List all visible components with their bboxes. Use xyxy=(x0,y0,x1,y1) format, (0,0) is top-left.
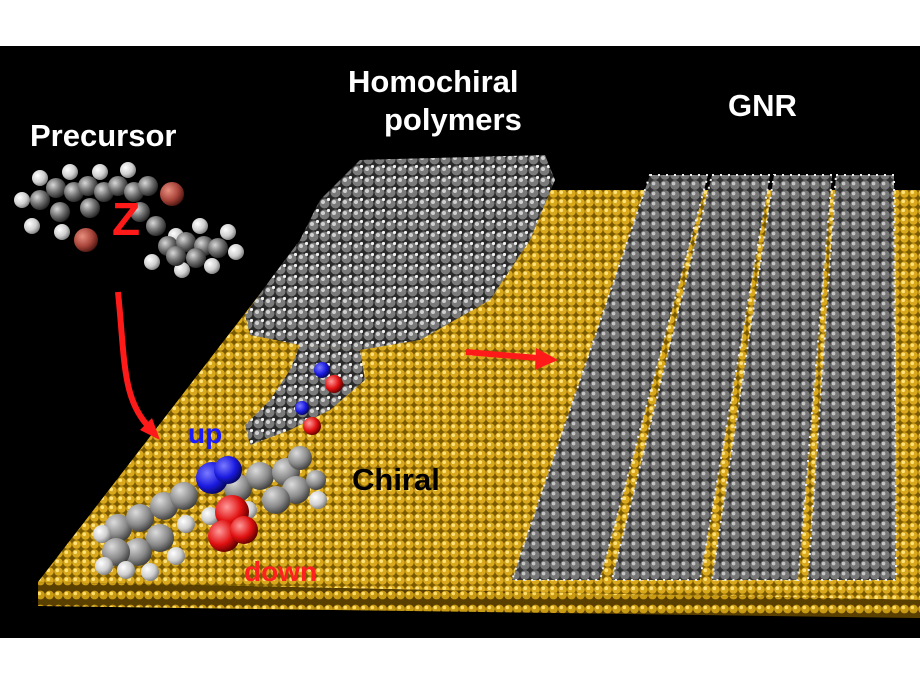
bromine-atom xyxy=(160,182,184,206)
graphene-nanoribbons xyxy=(510,174,898,581)
nitrogen-atom xyxy=(314,362,330,378)
gnr-ribbon-1 xyxy=(510,174,710,581)
gnr-ribbon-4 xyxy=(806,174,898,581)
oxygen-atom xyxy=(303,417,321,435)
precursor-molecule xyxy=(14,162,244,278)
gnr-ribbon-2 xyxy=(610,174,772,581)
chiral-molecule xyxy=(93,446,327,581)
oxygen-atom xyxy=(230,516,258,544)
up-label: up xyxy=(188,418,223,449)
right-arrow-icon xyxy=(465,348,558,370)
z-configuration-marker: Z xyxy=(112,193,141,245)
oxygen-atom xyxy=(325,375,343,393)
gnr-ribbon-3 xyxy=(710,174,834,581)
down-label: down xyxy=(244,556,318,587)
polymers-label: polymers xyxy=(384,102,522,137)
homochiral-label: Homochiral xyxy=(348,64,519,99)
nitrogen-atom xyxy=(214,456,242,484)
curved-arrow-icon xyxy=(115,291,160,440)
precursor-label: Precursor xyxy=(30,118,177,153)
bromine-atom xyxy=(74,228,98,252)
homochiral-polymer-sheet xyxy=(245,155,555,445)
chiral-label: Chiral xyxy=(352,462,440,497)
nitrogen-atom xyxy=(295,401,309,415)
gnr-label: GNR xyxy=(728,88,797,123)
